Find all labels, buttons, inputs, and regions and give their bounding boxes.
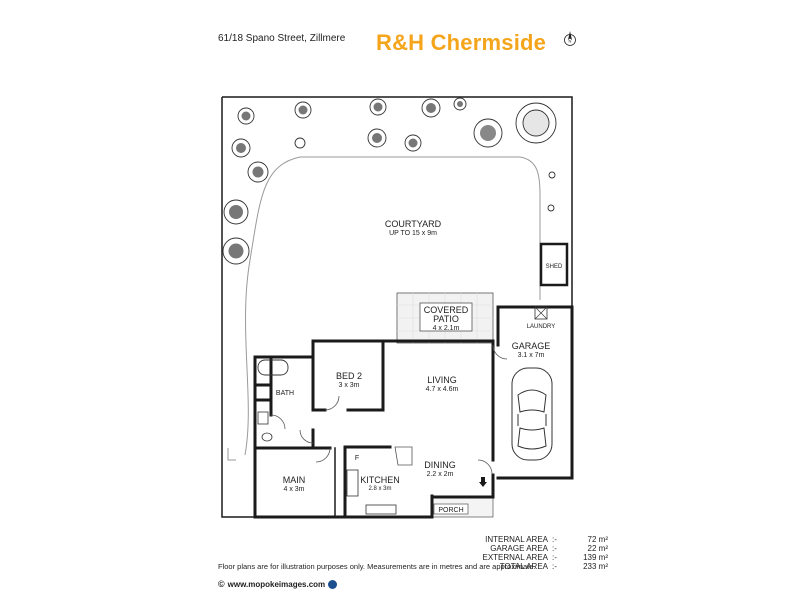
laundry-label: LAUNDRY xyxy=(527,324,556,330)
area-label: GARAGE AREA xyxy=(490,544,548,553)
dining-size: 2.2 x 2m xyxy=(427,471,454,478)
sink-icon xyxy=(365,504,397,515)
shed-outline xyxy=(539,242,569,287)
area-value: 72 m² xyxy=(587,535,608,544)
courtyard-size: UP TO 15 x 9m xyxy=(389,230,437,237)
main-bedroom-size: 4 x 3m xyxy=(283,486,304,493)
kitchen-bench xyxy=(394,446,413,466)
area-row: EXTERNAL AREA :- 139 m² xyxy=(470,553,608,562)
courtyard-label: COURTYARD xyxy=(385,219,442,229)
entry-arrow-icon xyxy=(479,477,487,487)
area-row: GARAGE AREA :- 22 m² xyxy=(470,544,608,553)
website-link[interactable]: www.mopokeimages.com xyxy=(227,579,326,589)
area-label: TOTAL AREA xyxy=(499,562,548,571)
bathtub-icon xyxy=(257,359,289,376)
patio-label-box xyxy=(419,302,473,332)
footer-credit: © www.mopokeimages.com xyxy=(218,579,338,589)
area-separator: :- xyxy=(552,553,557,562)
area-row: INTERNAL AREA :- 72 m² xyxy=(470,535,608,544)
kitchen-label: KITCHEN xyxy=(360,475,400,485)
covered-patio-label-2: PATIO xyxy=(433,314,459,324)
living-size: 4.7 x 4.6m xyxy=(426,386,459,393)
bed2-label: BED 2 xyxy=(336,371,362,381)
garage-size: 3.1 x 7m xyxy=(518,352,545,359)
door-swings xyxy=(270,344,508,475)
vanity-icon xyxy=(257,411,269,425)
bed2-size: 3 x 3m xyxy=(338,382,359,389)
living-label: LIVING xyxy=(427,375,457,385)
area-value: 139 m² xyxy=(583,553,608,562)
photographer-logo-icon xyxy=(328,579,338,589)
area-value: 22 m² xyxy=(587,544,608,553)
area-separator: :- xyxy=(552,544,557,553)
dining-label: DINING xyxy=(424,460,456,470)
area-value: 233 m² xyxy=(583,562,608,571)
toilet-icon xyxy=(261,432,273,442)
laundry-tub xyxy=(534,306,548,320)
fridge-label: F xyxy=(355,455,359,462)
disclaimer-text: Floor plans are for illustration purpose… xyxy=(218,562,536,571)
covered-patio-label-1: COVERED xyxy=(424,305,469,315)
covered-patio-size: 4 x 2.1m xyxy=(433,325,460,332)
area-row: TOTAL AREA :- 233 m² xyxy=(470,562,608,571)
area-separator: :- xyxy=(552,562,557,571)
area-label: INTERNAL AREA xyxy=(485,535,548,544)
garden-trees xyxy=(222,97,557,265)
kitchen-size: 2.8 x 3m xyxy=(368,486,391,492)
area-summary: INTERNAL AREA :- 72 m² GARAGE AREA :- 22… xyxy=(470,535,608,571)
shed-label: SHED xyxy=(546,264,563,270)
area-label: EXTERNAL AREA xyxy=(482,553,548,562)
garage-label: GARAGE xyxy=(512,341,551,351)
north-arrow-icon: N xyxy=(564,31,576,46)
area-separator: :- xyxy=(552,535,557,544)
property-address: 61/18 Spano Street, Zillmere xyxy=(218,33,346,44)
north-label: N xyxy=(569,39,572,44)
main-bedroom-label: MAIN xyxy=(283,475,306,485)
porch-label: PORCH xyxy=(438,507,463,514)
garden-path xyxy=(244,156,541,456)
agency-brand: R&H Chermside xyxy=(376,30,547,55)
stove-icon xyxy=(346,469,359,497)
copyright-symbol: © xyxy=(218,579,225,589)
bath-label: BATH xyxy=(276,390,294,397)
car-icon xyxy=(511,367,553,461)
